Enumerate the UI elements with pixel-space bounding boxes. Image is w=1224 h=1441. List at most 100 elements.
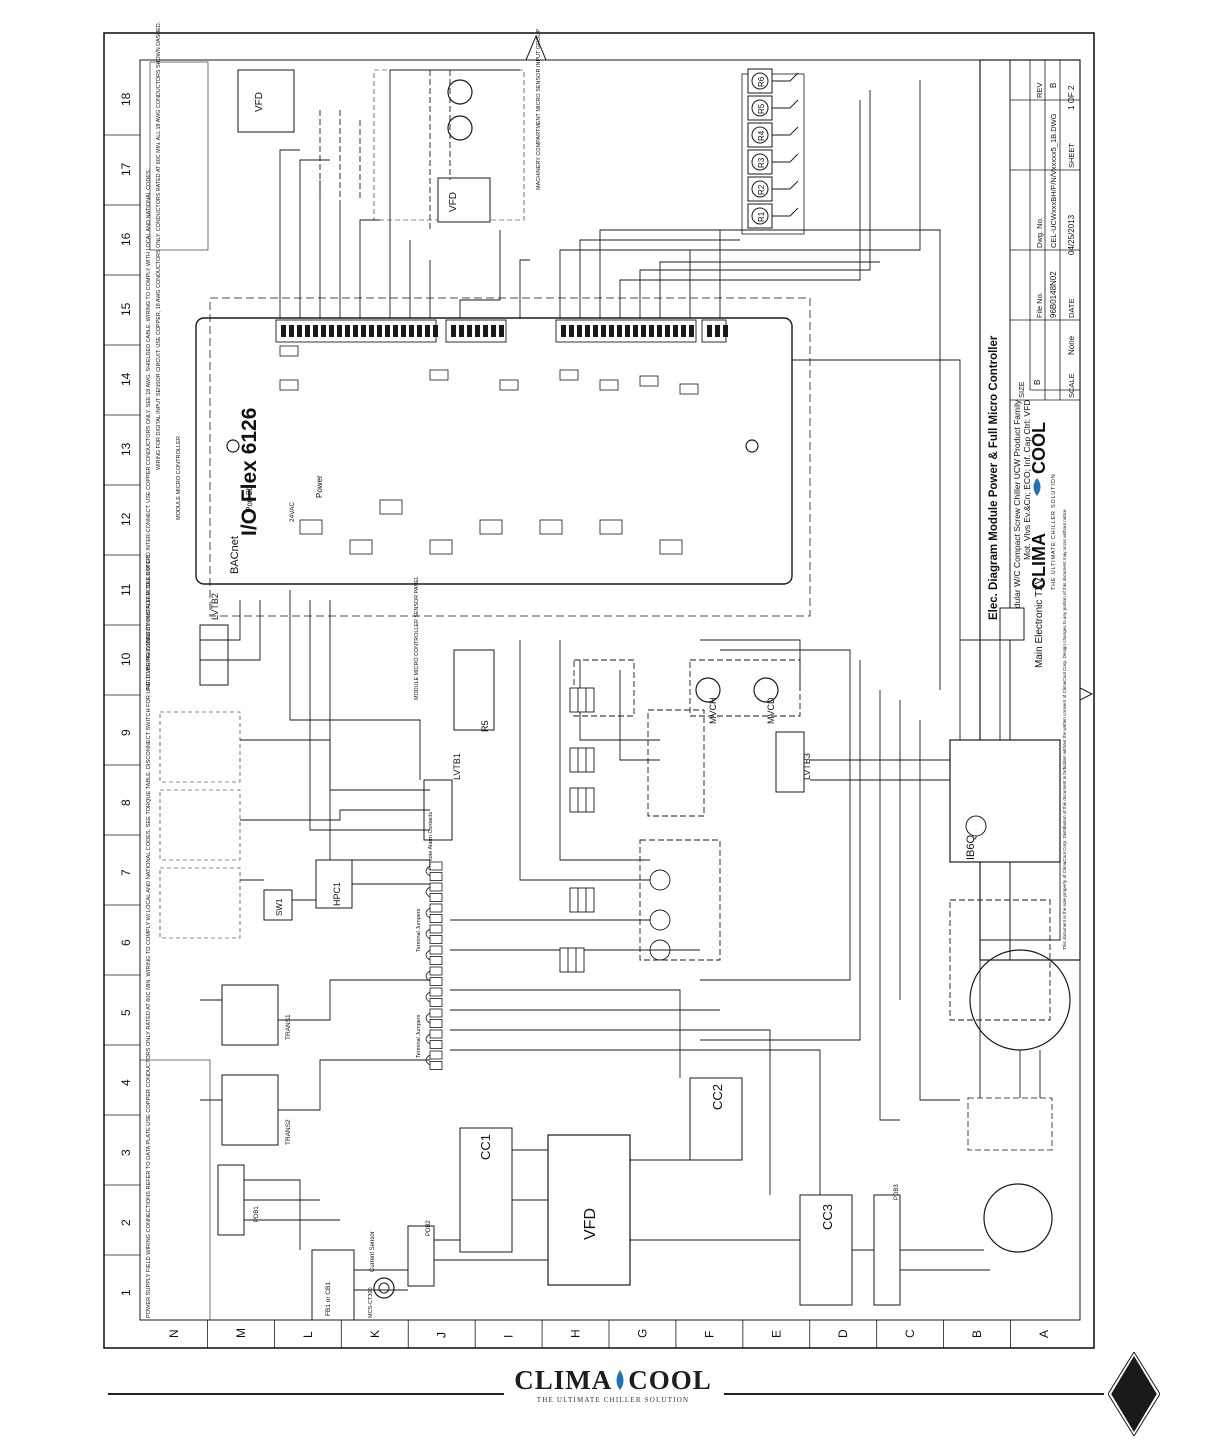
- terminal-point: [429, 966, 443, 976]
- subsystem-box: [647, 709, 705, 817]
- terminal-pin: [345, 325, 350, 337]
- vfd-top-2-block: [437, 177, 491, 223]
- terminal-jumper: [425, 949, 431, 961]
- file-value: 96B0148N02: [1049, 271, 1058, 318]
- corner-diamond-icon: [1108, 1352, 1160, 1436]
- wire: [659, 261, 880, 318]
- grid-column-label: 1: [119, 1289, 133, 1296]
- terminal-point: [429, 882, 443, 892]
- size-label: SIZE: [1017, 381, 1026, 398]
- pressure-sensor-1-icon: [447, 79, 473, 105]
- terminal-pin: [321, 325, 326, 337]
- wire: [559, 249, 740, 318]
- wire: [200, 600, 241, 641]
- wire: [519, 640, 650, 881]
- controller-terminal-block: [701, 319, 727, 343]
- lvtb1-label: LVTB1: [452, 753, 462, 780]
- grid-column-label: 3: [119, 1149, 133, 1156]
- pdb1-block: [217, 1164, 245, 1236]
- wire: [919, 720, 960, 1101]
- lvtb2-label: LVTB2: [210, 593, 220, 620]
- relay-label: R2: [757, 184, 766, 195]
- wire: [389, 69, 520, 318]
- lvtb3-lower-block: [967, 1097, 1053, 1151]
- wire: [579, 660, 660, 741]
- wire: [559, 640, 650, 861]
- relay-contact: [772, 153, 799, 163]
- terminal-pin: [289, 325, 294, 337]
- file-label: File No.: [1035, 292, 1044, 318]
- pressure-sensor-2-icon: [447, 115, 473, 141]
- controller-panel-note: MODULE MICRO CONTROLLER SENSOR PANEL: [414, 576, 420, 700]
- terminal-pin: [467, 325, 472, 337]
- pdb3-block: [873, 1194, 901, 1306]
- sw1-block: [263, 889, 293, 921]
- grid-row-label: J: [435, 1332, 449, 1338]
- terminal-point: [429, 956, 443, 965]
- controller-power: Power: [315, 475, 324, 498]
- mvch-valve-icon: [695, 677, 721, 703]
- footer-rule-right: [724, 1393, 1104, 1395]
- grid-row-label: B: [970, 1330, 984, 1338]
- terminal-pin: [665, 325, 670, 337]
- trans1-label: TRANS1: [285, 1014, 292, 1040]
- terminal-jumpers-upper: Terminal Jumpers: [416, 908, 422, 952]
- power-supply-section: POWER SUPPLY FIELD WIRING CONNECTIONS RE…: [139, 555, 435, 1321]
- size-value: B: [1033, 380, 1042, 385]
- rev-value: B: [1049, 83, 1058, 88]
- footer-drop-icon: [616, 1370, 624, 1390]
- terminal-point: [429, 903, 443, 913]
- date-label: DATE: [1067, 299, 1076, 318]
- sensor-harness-icon: [969, 949, 1071, 1051]
- power-supply-note: POWER SUPPLY FIELD WIRING CONNECTIONS RE…: [146, 555, 152, 1318]
- wire: [700, 639, 801, 690]
- wire: [279, 149, 300, 318]
- terminal-pin: [715, 325, 720, 337]
- terminal-pin: [459, 325, 464, 337]
- vfd-label: VFD: [582, 1208, 599, 1240]
- mvch-label: MVCH: [708, 698, 718, 725]
- relay-contact-block: [569, 787, 595, 813]
- r5-block: [453, 649, 495, 731]
- motor-lead-icon: [649, 939, 671, 961]
- io-connector: [379, 499, 403, 515]
- terminal-jumper: [425, 991, 431, 1003]
- terminal-pin: [569, 325, 574, 337]
- controller-note: MODULE MICRO CONTROLLER: [176, 436, 182, 520]
- terminal-pin: [633, 325, 638, 337]
- trans1-block: [221, 984, 279, 1046]
- grid-column-label: 12: [119, 512, 133, 526]
- io-header: [279, 345, 299, 357]
- pdb1-label: PDB1: [254, 1206, 260, 1222]
- registration-triangle-right: [1079, 687, 1094, 701]
- terminal-pin: [561, 325, 566, 337]
- relay-contact-block: [569, 687, 595, 713]
- title-brand-right: COOL: [1029, 422, 1049, 474]
- terminal-pin: [601, 325, 606, 337]
- io-header: [679, 383, 699, 395]
- terminal-pin: [393, 325, 398, 337]
- grid-column-label: 11: [119, 583, 133, 596]
- rev-label: REV: [1035, 83, 1044, 98]
- hpc1-label: HPC1: [332, 882, 342, 906]
- wire: [329, 600, 430, 861]
- pdb3-label: PDB3: [894, 1184, 900, 1200]
- scale-label: SCALE: [1067, 373, 1076, 398]
- wire: [879, 690, 900, 1121]
- terminal-point: [429, 914, 443, 923]
- terminal-point: [429, 1050, 443, 1060]
- cc1-block: [459, 1127, 513, 1253]
- subtitle-line-1: Modular W/C Compact Screw Chiller UCW Pr…: [1012, 399, 1022, 620]
- title-text: Elec. Diagram Module Power & Full Micro …: [988, 335, 1000, 620]
- relay-coil-icon: [751, 126, 769, 144]
- io-header: [429, 369, 449, 381]
- wire: [240, 809, 430, 821]
- controller-port-2b: Port 2b: [245, 486, 254, 512]
- lvtb2-block: [199, 624, 229, 686]
- terminal-pin: [593, 325, 598, 337]
- date-value: 04/25/2013: [1067, 214, 1076, 255]
- field-wiring-note: FIELD WIRING CONNECTIONS FOR MODULE MICR…: [146, 168, 152, 690]
- terminal-point: [429, 935, 443, 944]
- footer-rule-left: [108, 1393, 504, 1395]
